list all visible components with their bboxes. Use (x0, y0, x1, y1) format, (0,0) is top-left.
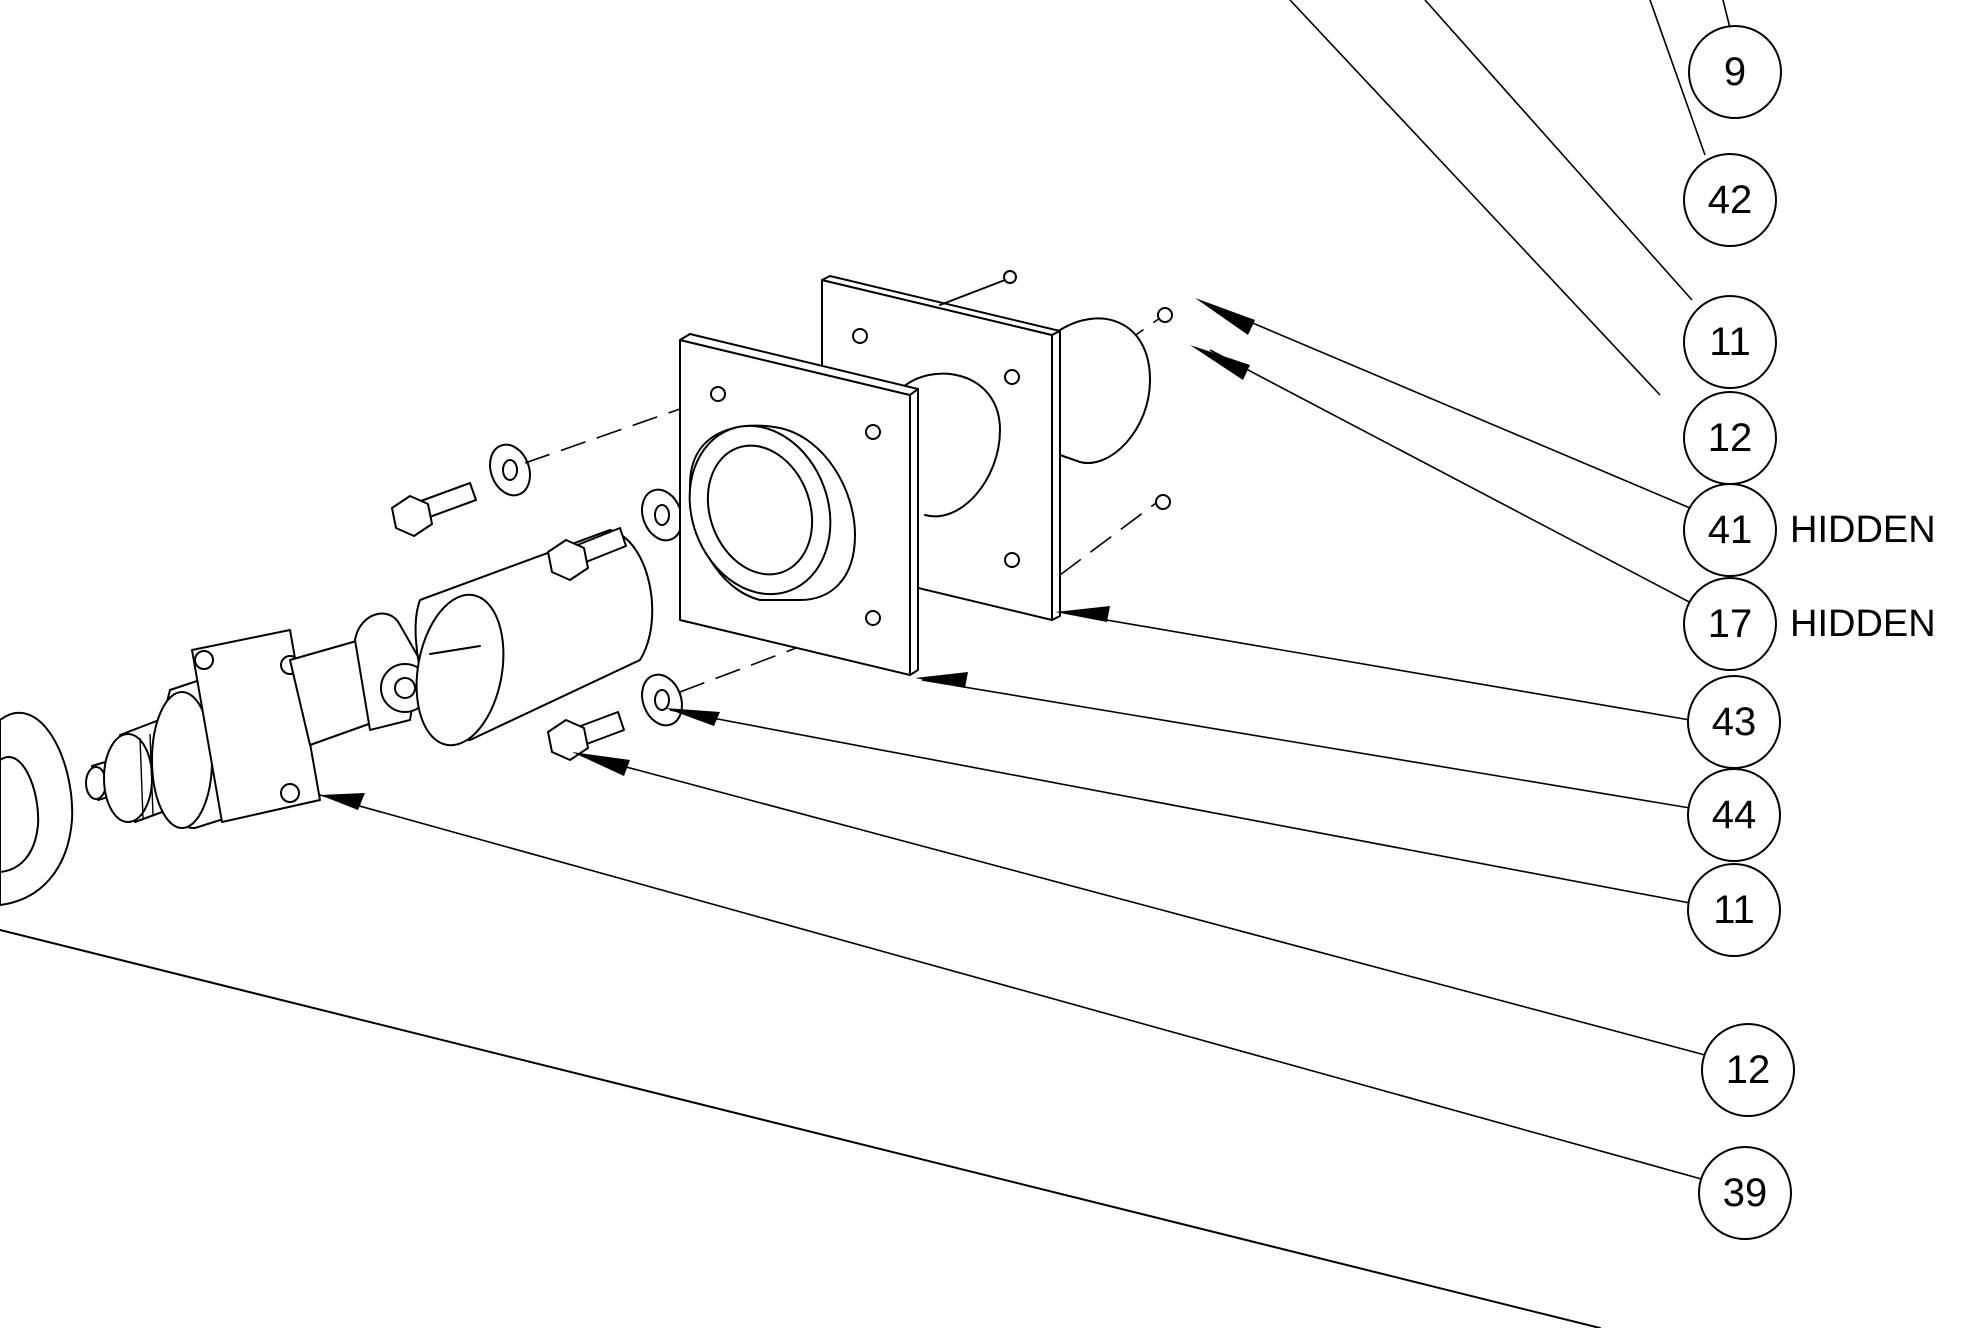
callout-43-label: 43 (1712, 700, 1757, 744)
upper-left-hex-bolt (391, 482, 477, 537)
callout-9: 9 (1688, 25, 1782, 119)
callout-11-lower: 11 (1687, 863, 1781, 957)
rear-round-flange (1059, 317, 1151, 465)
base-edge-line (0, 929, 1601, 1328)
cylindrical-sleeve (414, 529, 654, 747)
callout-43: 43 (1687, 675, 1781, 769)
far-right-screw-lower (1155, 494, 1171, 510)
upper-left-washer (489, 443, 531, 497)
callout-41-note: HIDDEN (1790, 509, 1936, 551)
callout-12-lower: 12 (1701, 1023, 1795, 1117)
callout-42: 42 (1683, 153, 1777, 247)
callout-39-label: 39 (1723, 1171, 1768, 1215)
callout-12-lower-label: 12 (1726, 1048, 1771, 1092)
left-housing-cylinder (0, 711, 74, 906)
lower-washer (641, 673, 683, 727)
callout-41: 41 HIDDEN (1683, 483, 1936, 577)
callout-17: 17 HIDDEN (1683, 577, 1936, 671)
middle-hex-bolt (547, 527, 627, 581)
callout-17-label: 17 (1708, 602, 1753, 646)
callout-44: 44 (1687, 768, 1781, 862)
front-mounting-plate (679, 333, 919, 676)
far-right-screw-upper (1157, 307, 1173, 323)
callout-39: 39 (1698, 1146, 1792, 1240)
callout-41-label: 41 (1708, 508, 1753, 552)
lower-hex-bolt (547, 711, 625, 761)
leader-arrowheads (320, 298, 1255, 810)
callout-11-lower-label: 11 (1713, 888, 1755, 932)
callout-12-upper: 12 (1683, 391, 1777, 485)
callout-17-note: HIDDEN (1790, 603, 1936, 645)
callout-9-label: 9 (1724, 50, 1746, 94)
callout-44-label: 44 (1712, 793, 1757, 837)
callout-12-upper-label: 12 (1708, 416, 1753, 460)
leader-lines (319, 0, 1731, 1181)
callout-11-upper-label: 11 (1709, 320, 1751, 364)
callout-11-upper: 11 (1683, 295, 1777, 389)
drive-motor-assembly (85, 612, 461, 830)
middle-washer (641, 488, 683, 542)
callout-42-label: 42 (1708, 178, 1753, 222)
